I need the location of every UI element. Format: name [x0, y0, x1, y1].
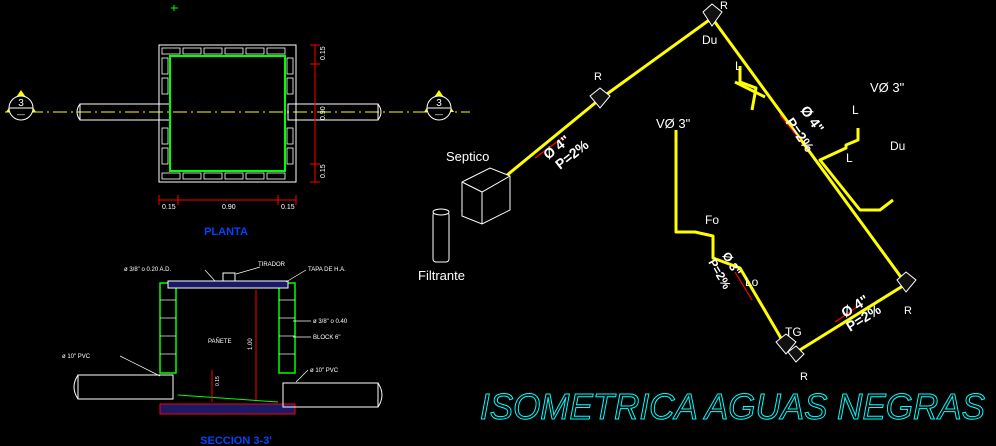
iso-label-du-right: Du [890, 139, 905, 153]
iso-label-vent-left: VØ 3" [656, 116, 691, 131]
section-base [159, 403, 296, 415]
iso-label-fo: Fo [705, 213, 719, 227]
plan-dim-v-mid: 0.90 [320, 106, 327, 120]
section-view: ø 3/8" o 0.20 A.D. TIRADOR TAPA DE H.A. … [62, 262, 383, 446]
section-cover [167, 280, 289, 289]
section-pipe-left [77, 374, 174, 400]
svg-text:—: — [17, 110, 25, 119]
section-label-pipe-right: ø 10" PVC [310, 368, 339, 374]
section-marker-right: 3 — [424, 90, 454, 121]
iso-label-septic: Septico [446, 149, 489, 164]
iso-label-l-1: L [735, 59, 742, 73]
iso-label-filter: Filtrante [418, 268, 465, 283]
section-wall-right [278, 282, 296, 374]
svg-text:—: — [435, 110, 443, 119]
filter-cylinder [432, 208, 450, 263]
section-label-rebar-side: ø 3/8" o 0.40 [313, 319, 348, 325]
iso-label-l-3: L [846, 151, 853, 165]
iso-label-tg: TG [785, 325, 802, 339]
section-label-plaster: PAÑETE [208, 338, 232, 345]
plan-dim-mid: 0.90 [222, 204, 236, 211]
section-marker-left: 3 — [6, 90, 36, 121]
plan-dim-v-top: 0.15 [320, 46, 327, 60]
section-label-block: BLOCK 6" [313, 335, 340, 341]
plan-blocks [161, 47, 294, 180]
iso-label-du-top: Du [702, 33, 717, 47]
plan-dim-left: 0.15 [162, 204, 176, 211]
section-title: SECCION 3-3' [200, 435, 272, 446]
section-label-pipe-left: ø 10" PVC [62, 354, 91, 360]
plan-dim-right: 0.15 [281, 204, 295, 211]
iso-label-r-bottom: R [800, 371, 808, 383]
plan-inner-wall [169, 55, 286, 172]
iso-label-vent-right: VØ 3" [870, 80, 905, 95]
section-label-height: 1.00 [248, 338, 254, 350]
iso-label-lo: Lo [745, 275, 759, 289]
iso-label-r-right: R [904, 305, 912, 317]
plan-pipe-right [287, 103, 379, 121]
svg-text:3: 3 [18, 98, 24, 109]
plan-outer-wall [158, 44, 297, 183]
plan-title: PLANTA [204, 226, 248, 238]
section-label-small: 0.15 [215, 376, 221, 386]
svg-text:3: 3 [436, 98, 442, 109]
plan-dim-v-bot: 0.15 [320, 164, 327, 178]
section-label-handle: TIRADOR [258, 262, 286, 268]
iso-slope-arrows [534, 114, 861, 323]
iso-label-r-left: R [594, 71, 602, 83]
isometric-view: Septico Filtrante VØ 3" VØ 3" R R R R Du… [418, 0, 986, 428]
section-label-rebar-top: ø 3/8" o 0.20 A.D. [124, 267, 171, 273]
iso-title: ISOMETRICA AGUAS NEGRAS [480, 386, 985, 427]
plan-view: 0.15 0.90 0.15 0.15 0.90 0.15 3 — 3 — PL… [5, 5, 470, 238]
iso-label-l-2: L [852, 103, 859, 117]
iso-label-r-top: R [720, 0, 728, 12]
section-handle [222, 272, 236, 282]
section-label-cover: TAPA DE H.A. [308, 267, 346, 273]
iso-fittings [589, 3, 917, 363]
section-wall-left [159, 282, 177, 374]
iso-main-pipes [461, 16, 908, 355]
section-pipe-right [282, 382, 379, 408]
septic-tank [461, 167, 511, 225]
